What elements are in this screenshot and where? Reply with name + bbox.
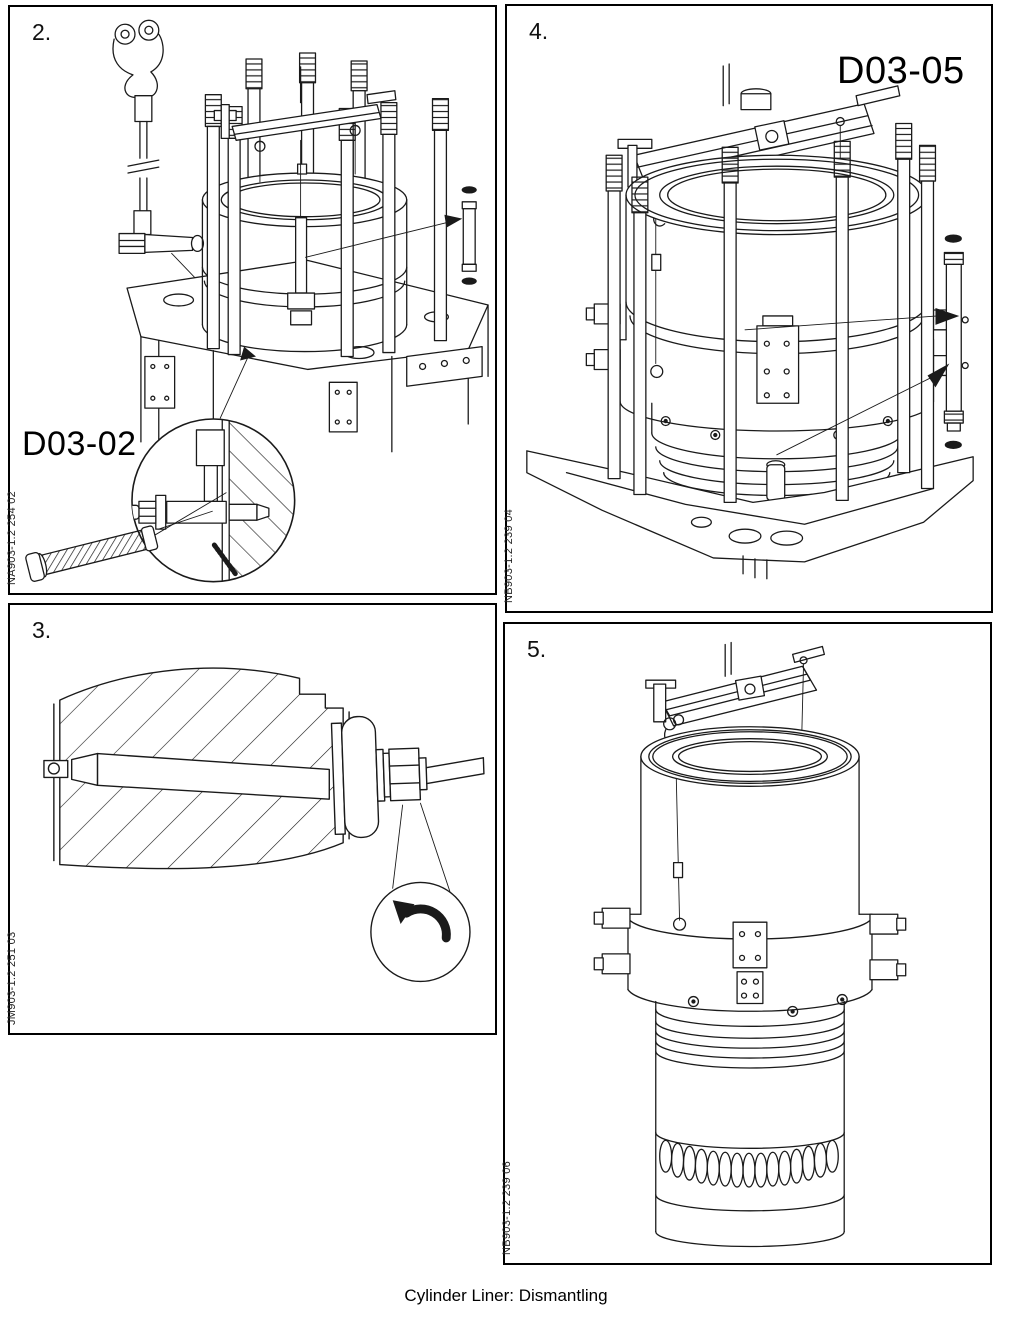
figure-reference-code: NB903-1.2 239 04 <box>503 508 515 603</box>
spring-tool <box>25 492 227 582</box>
step-number: 3. <box>32 617 52 643</box>
rotation-callout <box>370 802 471 983</box>
cylinder-liner-top <box>640 726 860 915</box>
figure-panel-5: 5. NB903-1.2 239 06 <box>501 622 992 1265</box>
liner-lifting-tool-and-pin-illustration <box>526 63 974 580</box>
flange-and-nut <box>330 715 485 839</box>
scavenge-ports <box>659 1139 839 1188</box>
guide-pin-with-orings <box>943 234 964 449</box>
figure-reference-code: NA903-1.2 254 02 <box>6 490 18 585</box>
lifting-beam <box>645 641 826 727</box>
stud <box>43 752 330 800</box>
figure-panel-2: 2. D03-02 NA903-1.2 254 02 <box>6 5 497 595</box>
band-screws <box>660 415 893 441</box>
stud-unscrewing-cross-section-illustration <box>43 667 485 983</box>
liner-barrel <box>655 1000 845 1248</box>
liner-hoisted-illustration <box>593 641 907 1248</box>
step-number: 4. <box>529 18 549 44</box>
cross-beam <box>213 66 397 217</box>
figure-reference-code: NB903-1.2 239 06 <box>501 1160 513 1255</box>
figure-panel-4: 4. D03-05 NB903-1.2 239 04 <box>503 4 993 613</box>
clamp-flange-band <box>593 907 907 1018</box>
lifting-shackle-icon <box>112 19 205 255</box>
clamp-detail-circle <box>131 418 296 583</box>
cylinder-liner-with-stud-tools-illustration <box>25 19 489 583</box>
step-number: 2. <box>32 19 52 45</box>
figure-reference-code: JM903-1.2 251 03 <box>6 931 18 1025</box>
tool-code-label: D03-05 <box>837 50 965 92</box>
step-number: 5. <box>527 636 547 662</box>
jack-pillars <box>605 122 937 504</box>
stud-pin <box>461 186 477 285</box>
page-caption: Cylinder Liner: Dismantling <box>404 1286 608 1305</box>
figure-panel-3: 3. JM903-1.2 251 03 <box>6 603 497 1035</box>
counterclockwise-arrow-icon <box>392 900 451 943</box>
cylinder-liner <box>201 163 408 353</box>
tool-code-label: D03-02 <box>22 425 137 463</box>
